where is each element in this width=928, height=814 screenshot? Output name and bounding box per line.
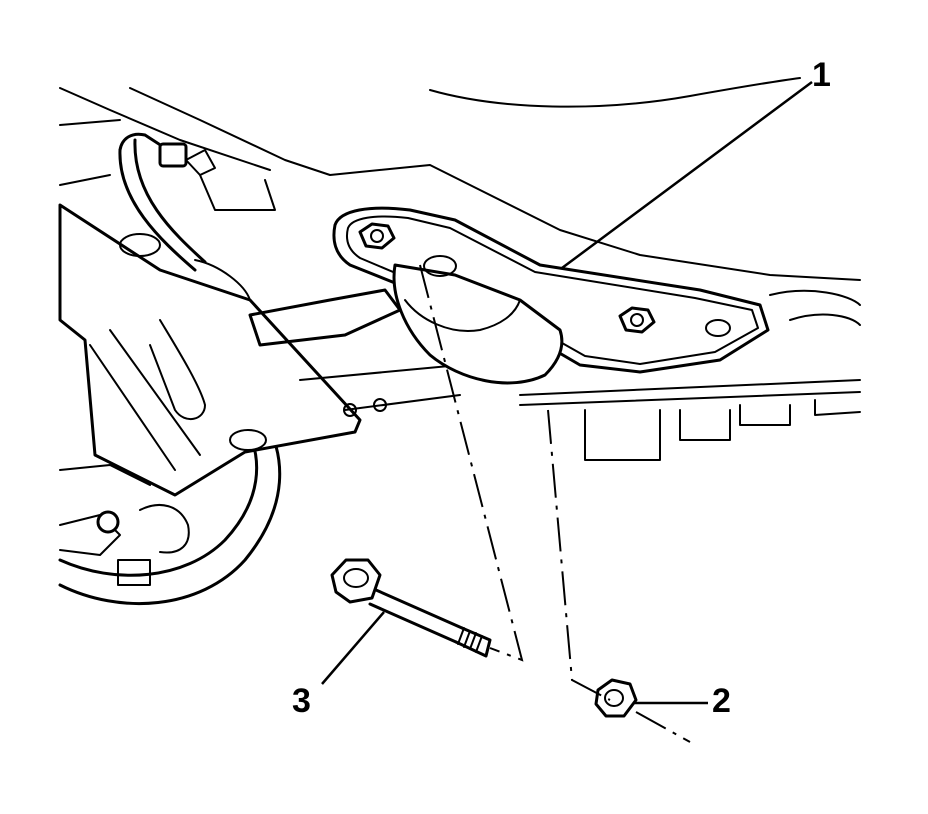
wheel-assembly bbox=[58, 418, 282, 606]
callout-label-1: 1 bbox=[812, 56, 831, 94]
vehicle-body-outline bbox=[59, 77, 861, 461]
brake-hose bbox=[118, 132, 276, 272]
bolt-part bbox=[330, 558, 492, 658]
installation-centerlines bbox=[419, 264, 691, 743]
leader-line-1 bbox=[561, 80, 813, 270]
leader-line-3 bbox=[321, 611, 385, 685]
nut-part bbox=[594, 678, 638, 718]
bracket-part bbox=[332, 206, 770, 385]
callout-label-2: 2 bbox=[712, 682, 731, 720]
callout-label-3: 3 bbox=[292, 682, 311, 720]
callout-leaders bbox=[321, 80, 813, 705]
